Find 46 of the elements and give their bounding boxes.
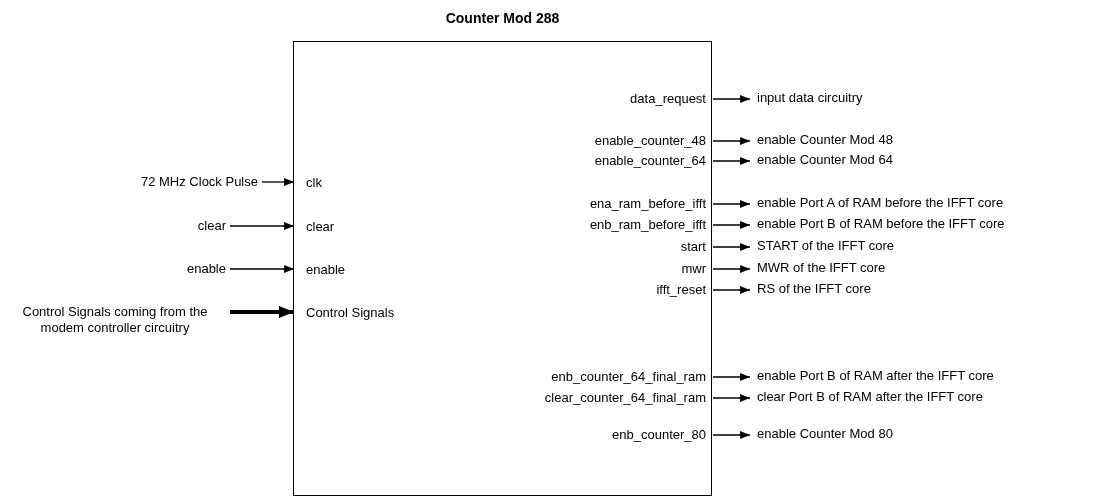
signal-label: enable Counter Mod 64 [750, 152, 1090, 168]
arrow [712, 157, 751, 165]
signal-label: enable [60, 261, 230, 277]
arrow [712, 286, 751, 294]
arrow [712, 137, 751, 145]
arrow [229, 222, 295, 230]
arrow [712, 431, 751, 439]
arrow [261, 178, 295, 186]
port-name: clk [294, 175, 464, 191]
port-name: enable_counter_64 [473, 153, 713, 169]
arrow [712, 243, 751, 251]
arrow [712, 200, 751, 208]
port-name: mwr [473, 261, 713, 277]
signal-label: RS of the IFFT core [750, 281, 1090, 297]
port-name: clear_counter_64_final_ram [473, 390, 713, 406]
signal-label: clear [60, 218, 230, 234]
port-name: clear [294, 219, 464, 235]
signal-label: Control Signals coming from the modem controller circuitry [0, 304, 230, 336]
signal-label: 72 MHz Clock Pulse [60, 174, 262, 190]
port-name: ena_ram_before_ifft [473, 196, 713, 212]
port-name: enb_counter_80 [473, 427, 713, 443]
block-title: Counter Mod 288 [444, 10, 561, 26]
port-name: enb_ram_before_ifft [473, 217, 713, 233]
signal-label: enable Port A of RAM before the IFFT core [750, 195, 1090, 211]
signal-label: clear Port B of RAM after the IFFT core [750, 389, 1090, 405]
arrow [229, 265, 295, 273]
port-name: start [473, 239, 713, 255]
arrow [712, 95, 751, 103]
port-name: enable_counter_48 [473, 133, 713, 149]
arrow [712, 394, 751, 402]
signal-label: enable Port B of RAM after the IFFT core [750, 368, 1090, 384]
port-name: Control Signals [294, 305, 464, 321]
signal-label: enable Counter Mod 48 [750, 132, 1090, 148]
arrow [712, 265, 751, 273]
port-name: enb_counter_64_final_ram [473, 369, 713, 385]
signal-label: START of the IFFT core [750, 238, 1090, 254]
signal-label: input data circuitry [750, 90, 1090, 106]
port-name: enable [294, 262, 464, 278]
port-name: data_request [473, 91, 713, 107]
arrow [230, 306, 294, 318]
signal-label: enable Counter Mod 80 [750, 426, 1090, 442]
arrow [712, 221, 751, 229]
signal-label: enable Port B of RAM before the IFFT core [750, 216, 1090, 232]
arrow [712, 373, 751, 381]
signal-label: MWR of the IFFT core [750, 260, 1090, 276]
port-name: ifft_reset [473, 282, 713, 298]
